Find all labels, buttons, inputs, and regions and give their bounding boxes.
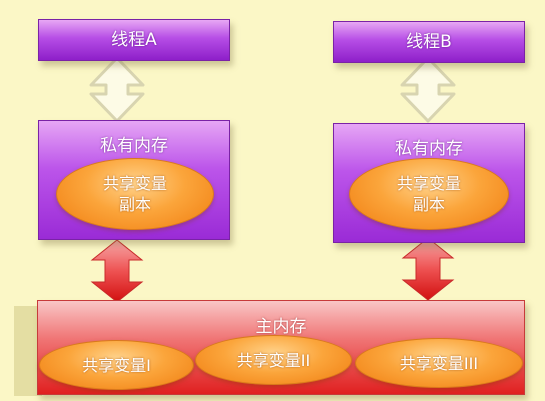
shared-variable-2: 共享变量II	[195, 335, 352, 385]
private-memory-b-copy: 共享变量 副本	[349, 158, 509, 230]
copy-b-line-1: 共享变量	[396, 174, 461, 193]
private-memory-a-title: 私有内存	[100, 136, 168, 156]
copy-a-line-2: 副本	[118, 195, 151, 214]
copy-b-line-2: 副本	[412, 195, 445, 214]
private-memory-b-title: 私有内存	[395, 139, 463, 159]
shared-variable-3: 共享变量III	[355, 338, 523, 388]
thread-a-label: 线程A	[111, 30, 157, 50]
thread-b-box: 线程B	[333, 21, 525, 63]
thread-a-link-arrow	[89, 56, 145, 123]
copy-a-line-1: 共享变量	[102, 174, 167, 193]
shared-variable-2-label: 共享变量II	[236, 350, 311, 370]
private-memory-a-copy: 共享变量 副本	[56, 158, 214, 230]
thread-b-link-arrow	[400, 56, 456, 123]
thread-b-label: 线程B	[406, 32, 452, 52]
shared-variable-3-label: 共享变量III	[399, 353, 479, 373]
thread-a-sync-arrow	[90, 239, 144, 303]
thread-a-box: 线程A	[38, 19, 230, 61]
shared-variable-1-label: 共享变量I	[82, 355, 151, 375]
shared-variable-1: 共享变量I	[39, 340, 194, 390]
main-memory-title: 主内存	[255, 317, 307, 337]
thread-b-sync-arrow	[401, 237, 455, 301]
